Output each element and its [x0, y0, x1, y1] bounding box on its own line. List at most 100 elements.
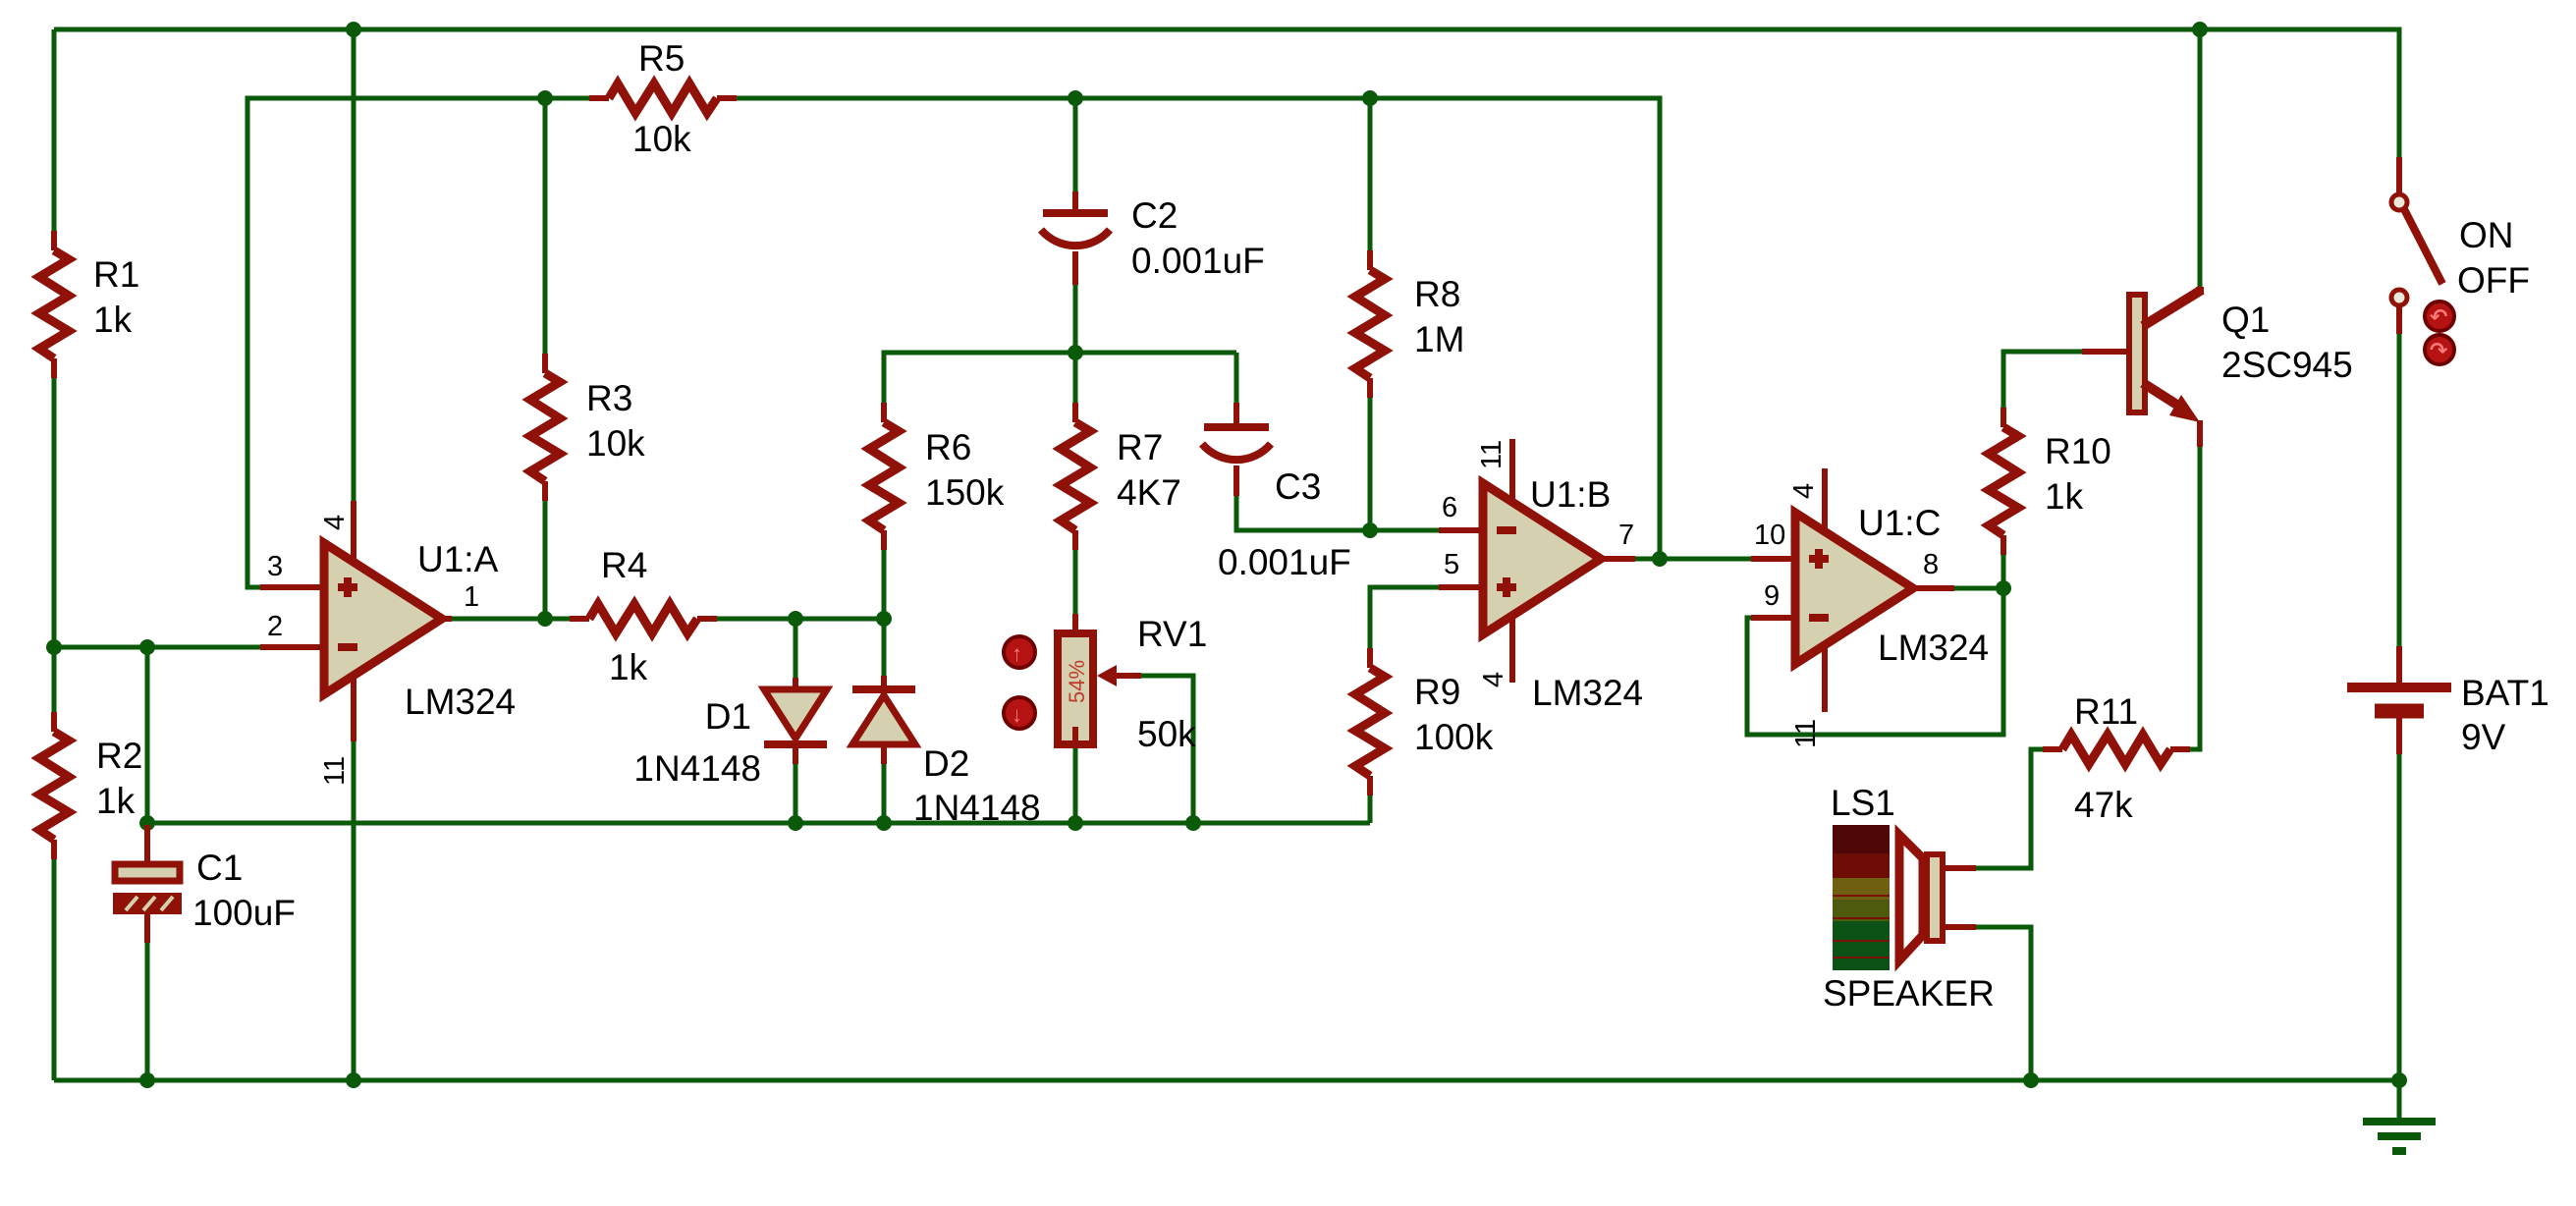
u1c-pin9-number: 9 [1764, 580, 1780, 612]
u1b-pin7-number: 7 [1618, 520, 1634, 551]
label-c1-ref: C1 [196, 848, 243, 888]
wire-top-rail [54, 27, 2402, 157]
rv1-up-arrow-icon: ↑ [1012, 641, 1022, 666]
resistor-R1[interactable]: R1 1k [30, 231, 139, 378]
wire-c3-pin6 [1233, 496, 1439, 533]
u1a-pin1-number: 1 [464, 581, 479, 613]
u1a-pin3-number: 3 [267, 551, 283, 582]
label-r8-ref: R8 [1414, 274, 1460, 314]
junction-dots [46, 22, 2407, 1088]
label-r10-ref: R10 [2045, 431, 2111, 471]
ground-symbol [2363, 1118, 2436, 1155]
label-ls1-val: SPEAKER [1823, 973, 1995, 1014]
label-c2-ref: C2 [1131, 195, 1178, 236]
label-u1c-ref: U1:C [1858, 503, 1941, 543]
potentiometer-RV1[interactable]: 54% ↑ ↓ RV1 50k [1002, 614, 1207, 754]
opamp-U1A[interactable]: 3 2 1 4 11 U1:A LM324 [260, 501, 516, 786]
wire-feedback-r5rail-left [245, 95, 589, 590]
wire-y359 [881, 350, 1236, 403]
label-r9-ref: R9 [1414, 672, 1460, 712]
label-u1b-part: LM324 [1532, 673, 1643, 713]
label-r7-val: 4K7 [1117, 472, 1181, 513]
resistor-R3[interactable]: R3 10k [521, 354, 645, 501]
label-r11-ref: R11 [2074, 691, 2138, 732]
rv1-wiper-arrow [1097, 665, 1117, 686]
label-u1a-ref: U1:A [417, 539, 499, 579]
label-r1-val: 1k [93, 300, 133, 340]
capacitor-C1[interactable]: C1 100uF [111, 825, 296, 943]
label-r6-val: 150k [925, 472, 1005, 513]
rv1-increase-button[interactable] [1002, 634, 1037, 670]
resistor-R5[interactable]: R5 10k [589, 38, 737, 159]
label-switch-on: ON [2459, 215, 2514, 255]
label-r4-val: 1k [609, 647, 648, 687]
switch-arrow-icon-2: ↷ [2430, 338, 2448, 362]
ls1-stripe [1833, 921, 1890, 970]
capacitor-C2[interactable]: C2 0.001uF [1037, 192, 1265, 285]
resistor-R8[interactable]: R8 1M [1346, 250, 1464, 398]
resistor-R4[interactable]: R4 1k [570, 545, 717, 687]
diode-D2[interactable]: D2 1N4148 [846, 676, 1041, 828]
capacitor-C3[interactable]: C3 0.001uF [1198, 403, 1351, 582]
label-r6-ref: R6 [925, 427, 971, 467]
battery-BAT1[interactable]: BAT1 9V [2347, 646, 2549, 757]
u1a-pin4-number: 4 [319, 515, 351, 530]
label-r5-val: 10k [632, 119, 691, 159]
u1b-pin6-number: 6 [1442, 492, 1457, 523]
resistor-R7[interactable]: R7 4K7 [1052, 403, 1181, 550]
switch-toggle-button-2[interactable] [2423, 333, 2456, 366]
label-ls1-ref: LS1 [1831, 783, 1895, 823]
resistor-R10[interactable]: R10 1k [1980, 408, 2111, 555]
switch-toggle-button-1[interactable] [2423, 300, 2456, 333]
switch-lever[interactable] [2400, 207, 2446, 286]
label-c2-val: 0.001uF [1131, 241, 1265, 281]
rv1-down-arrow-icon: ↓ [1012, 702, 1022, 727]
label-r9-val: 100k [1414, 717, 1494, 757]
diode-D1[interactable]: D1 1N4148 [633, 678, 834, 789]
label-d1-val: 1N4148 [633, 748, 761, 789]
label-c3-val: 0.001uF [1218, 542, 1351, 582]
label-d2-ref: D2 [923, 743, 969, 784]
u1b-pin11-number: 11 [1476, 440, 1507, 469]
c1-plate-pos [111, 860, 184, 885]
ls1-stripe [1833, 878, 1890, 900]
label-u1c-part: LM324 [1878, 628, 1989, 668]
label-r11-val: 47k [2074, 785, 2133, 825]
label-rv1-pos: 54% [1065, 660, 1089, 703]
label-r4-ref: R4 [601, 545, 647, 585]
u1b-pin4-number: 4 [1478, 672, 1509, 687]
ls1-cone [1894, 824, 1928, 972]
u1a-pin2-number: 2 [267, 611, 283, 642]
wire-spk-bot [1976, 924, 2034, 1080]
wire-pin5-r9 [1367, 584, 1439, 648]
rv1-decrease-button[interactable] [1002, 695, 1037, 731]
speaker-LS1[interactable]: LS1 SPEAKER [1823, 783, 1995, 1014]
label-rv1-val: 50k [1137, 714, 1196, 754]
switch-pin-bottom [2388, 287, 2410, 308]
label-d2-val: 1N4148 [913, 788, 1041, 828]
resistor-R9[interactable]: R9 100k [1346, 648, 1494, 795]
power-switch[interactable]: ↶ ↷ ON OFF [2388, 157, 2530, 366]
resistor-R11[interactable]: R11 47k [2043, 691, 2190, 825]
wire-r11-spk-top [1976, 746, 2043, 871]
resistor-R2[interactable]: R2 1k [30, 712, 142, 859]
opamp-U1B[interactable]: 6 5 7 11 4 U1:B LM324 [1439, 439, 1643, 713]
label-r1-ref: R1 [93, 254, 139, 295]
label-r2-val: 1k [96, 781, 136, 821]
ls1-stripe [1833, 900, 1890, 921]
ls1-stripe [1833, 853, 1890, 878]
wire-c-out [1954, 555, 2006, 591]
u1c-pin10-number: 10 [1754, 520, 1785, 551]
wire-r10-base [2001, 349, 2082, 408]
opamp-U1C[interactable]: 10 9 8 4 11 U1:C LM324 [1751, 468, 1989, 748]
label-r7-ref: R7 [1117, 427, 1163, 467]
transistor-Q1[interactable]: Q1 2SC945 [2082, 285, 2353, 447]
switch-arrow-icon-1: ↶ [2430, 304, 2447, 329]
label-r10-val: 1k [2045, 476, 2084, 517]
wires [51, 27, 2402, 1120]
label-r3-val: 10k [586, 423, 645, 464]
label-bat1-ref: BAT1 [2461, 673, 2549, 713]
resistor-R6[interactable]: R6 150k [860, 403, 1005, 550]
wire-rv1-wiper [1139, 673, 1196, 823]
